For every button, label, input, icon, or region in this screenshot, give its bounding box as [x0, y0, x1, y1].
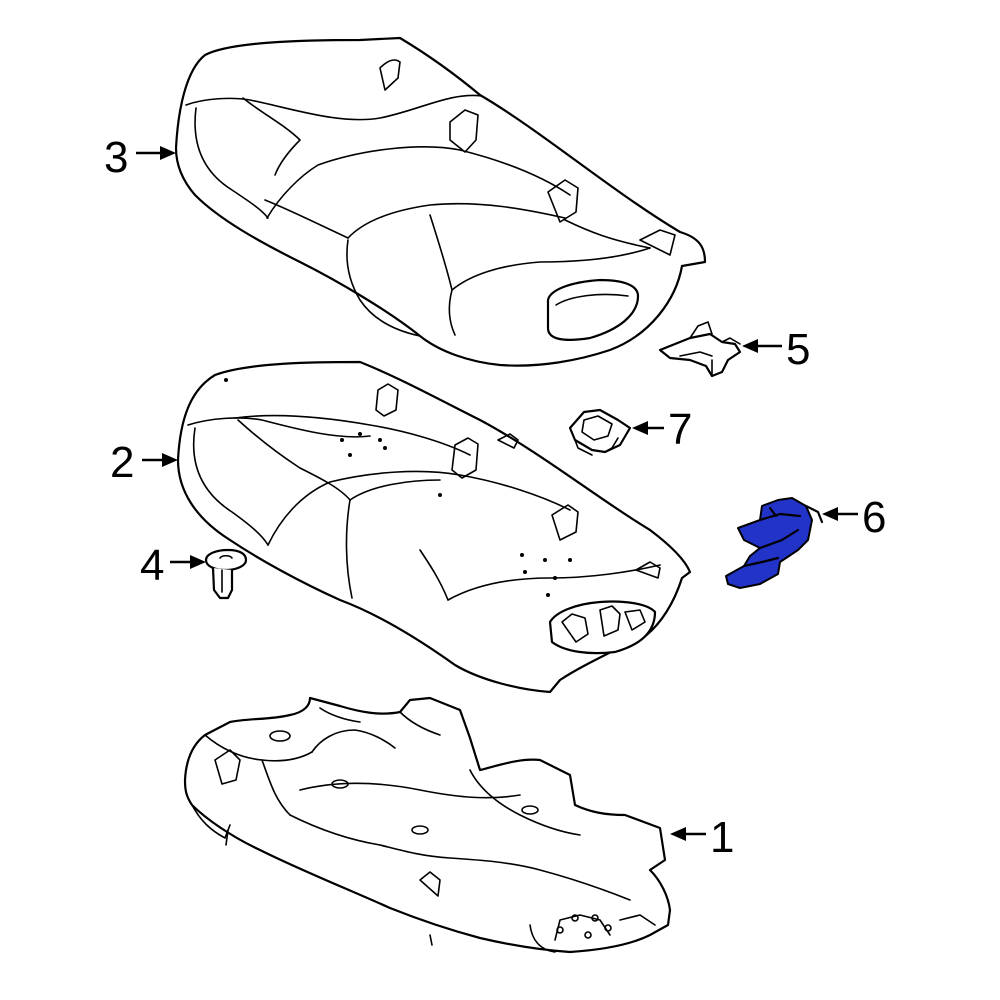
retainer-clip — [204, 548, 248, 600]
callout-4: 4 — [140, 541, 206, 590]
callout-label-1: 1 — [710, 813, 734, 862]
callout-label-4: 4 — [140, 541, 164, 590]
callout-2: 2 — [110, 438, 178, 487]
callout-label-5: 5 — [786, 325, 810, 374]
bracket-clip — [658, 321, 742, 378]
callout-5: 5 — [742, 325, 810, 374]
seat-frame — [183, 696, 672, 954]
seat-cover — [174, 36, 707, 367]
callout-label-7: 7 — [668, 405, 692, 454]
callout-label-6: 6 — [862, 493, 886, 542]
callout-7: 7 — [632, 405, 692, 454]
callout-label-3: 3 — [104, 133, 128, 182]
connector-clip — [568, 408, 632, 456]
callout-6: 6 — [822, 493, 886, 542]
callout-1: 1 — [670, 813, 734, 862]
latch-bracket — [725, 497, 824, 589]
seat-cushion-pad — [176, 360, 692, 694]
callout-3: 3 — [104, 133, 176, 182]
callout-label-2: 2 — [110, 438, 134, 487]
